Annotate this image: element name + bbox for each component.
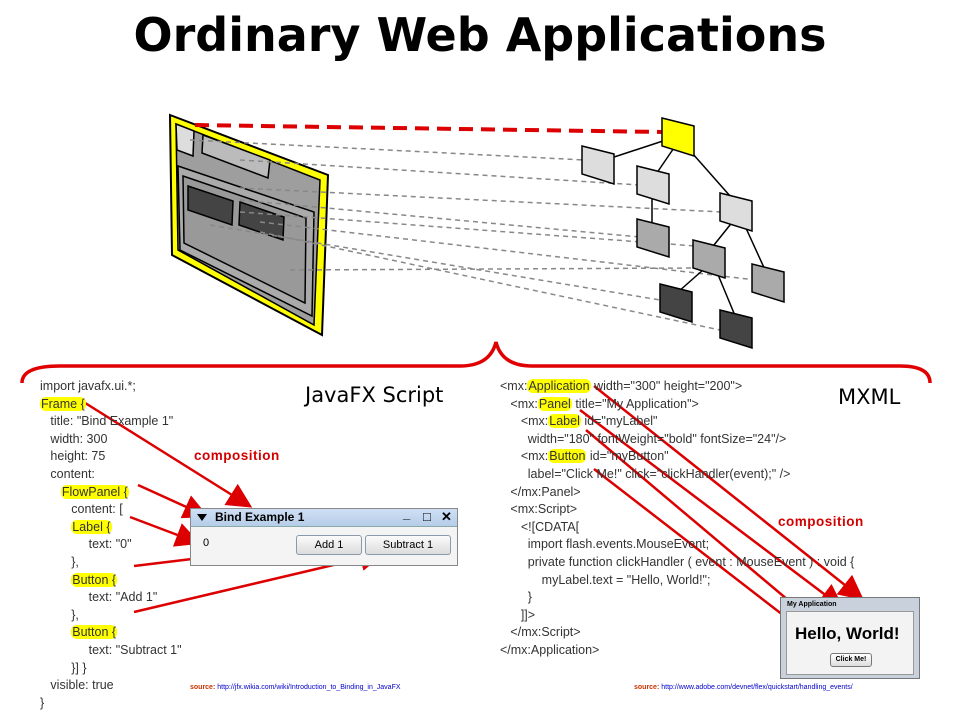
counter-label: 0 bbox=[203, 537, 210, 549]
mxml-line: private function clickHandler ( event : … bbox=[500, 554, 855, 569]
javafx-line: }] } bbox=[40, 660, 87, 675]
javafx-code-block: import javafx.ui.*; Frame { title: "Bind … bbox=[40, 378, 182, 712]
javafx-line: width: 300 bbox=[40, 431, 108, 446]
javafx-highlighted-element: FlowPanel { bbox=[60, 484, 129, 499]
javafx-line: Button { bbox=[40, 572, 182, 590]
source-left-prefix: source: bbox=[190, 684, 216, 691]
mxml-highlighted-element: Button bbox=[548, 449, 587, 464]
tree-nodes bbox=[581, 117, 785, 350]
composition-label-right: composition bbox=[778, 514, 864, 529]
mxml-line-prefix: <mx: bbox=[500, 379, 528, 393]
root-mapping-line bbox=[194, 123, 663, 134]
source-right[interactable]: source: http://www.adobe.com/devnet/flex… bbox=[634, 684, 853, 691]
javafx-line: title: "Bind Example 1" bbox=[40, 414, 174, 429]
ui-frame-illustration bbox=[168, 113, 330, 337]
javafx-line-prefix bbox=[40, 625, 71, 639]
javafx-highlighted-element: Label { bbox=[71, 519, 112, 534]
javafx-line: }, bbox=[40, 554, 79, 569]
javafx-highlighted-element: Button { bbox=[71, 625, 118, 640]
javafx-line: Label { bbox=[40, 519, 182, 537]
mxml-line-suffix: id="myButton" bbox=[586, 449, 669, 464]
minimize-icon[interactable]: _ bbox=[403, 506, 411, 521]
flex-panel: Hello, World! Click Me! bbox=[786, 611, 914, 675]
mxml-line: ]]> bbox=[500, 607, 536, 622]
javafx-line: Button { bbox=[40, 624, 182, 642]
source-right-prefix: source: bbox=[634, 684, 660, 691]
mxml-line: <mx:Application width="300" height="200"… bbox=[500, 378, 854, 396]
javafx-line: height: 75 bbox=[40, 449, 106, 464]
mxml-line: </mx:Script> bbox=[500, 625, 581, 640]
close-icon[interactable]: ✕ bbox=[441, 509, 452, 524]
mxml-line: <![CDATA[ bbox=[500, 519, 580, 534]
add-button[interactable]: Add 1 bbox=[296, 535, 362, 555]
mxml-line-prefix: <mx: bbox=[500, 414, 549, 429]
mxml-line: <mx:Label id="myLabel" bbox=[500, 413, 854, 431]
mxml-line-prefix: <mx: bbox=[500, 449, 549, 464]
click-me-button[interactable]: Click Me! bbox=[830, 653, 872, 667]
source-right-url[interactable]: http://www.adobe.com/devnet/flex/quickst… bbox=[661, 684, 853, 691]
javafx-line: import javafx.ui.*; bbox=[40, 379, 136, 393]
javafx-window-title: Bind Example 1 bbox=[215, 510, 305, 524]
mxml-line: import flash.events.MouseEvent; bbox=[500, 537, 710, 552]
flex-window: My Application Hello, World! Click Me! bbox=[780, 597, 920, 679]
mxml-highlighted-element: Label bbox=[548, 414, 581, 429]
javafx-window: Bind Example 1 _ □ ✕ 0 Add 1 Subtract 1 bbox=[190, 506, 458, 566]
javafx-line: text: "Subtract 1" bbox=[40, 642, 182, 657]
mapping-lines bbox=[189, 139, 757, 331]
javafx-line: } bbox=[40, 695, 45, 710]
mxml-line-suffix: width="300" height="200"> bbox=[590, 379, 743, 393]
javafx-line: Frame { bbox=[40, 396, 182, 414]
javafx-line: content: bbox=[40, 466, 95, 481]
mxml-line: <mx:Button id="myButton" bbox=[500, 448, 854, 466]
mxml-line: <mx:Panel title="My Application"> bbox=[500, 396, 854, 414]
javafx-label: JavaFX Script bbox=[305, 383, 444, 407]
source-left[interactable]: source: http://jfx.wikia.com/wiki/Introd… bbox=[190, 684, 401, 691]
hello-label: Hello, World! bbox=[795, 624, 900, 643]
javafx-line-prefix bbox=[40, 485, 61, 499]
grouping-brace bbox=[20, 341, 932, 384]
javafx-highlighted-element: Frame { bbox=[40, 396, 86, 411]
javafx-line: content: [ bbox=[40, 502, 123, 517]
mxml-line: myLabel.text = "Hello, World!"; bbox=[500, 572, 711, 587]
mxml-line-prefix: <mx: bbox=[500, 396, 538, 411]
source-left-url[interactable]: http://jfx.wikia.com/wiki/Introduction_t… bbox=[217, 684, 401, 691]
window-menu-icon[interactable] bbox=[197, 514, 207, 521]
mxml-line: label="Click Me!" click="clickHandler(ev… bbox=[500, 466, 791, 481]
javafx-line-prefix bbox=[40, 573, 71, 587]
mxml-label: MXML bbox=[838, 385, 901, 409]
composition-label-left: composition bbox=[194, 448, 280, 463]
javafx-line-prefix bbox=[40, 520, 71, 534]
mxml-line: </mx:Application> bbox=[500, 642, 600, 657]
javafx-titlebar: Bind Example 1 _ □ ✕ bbox=[191, 506, 457, 527]
mxml-line: <mx:Script> bbox=[500, 502, 578, 517]
mxml-line-suffix: id="myLabel" bbox=[580, 414, 658, 429]
javafx-line: visible: true bbox=[40, 678, 114, 693]
subtract-button[interactable]: Subtract 1 bbox=[365, 535, 451, 555]
mxml-highlighted-element: Application bbox=[527, 379, 591, 393]
mxml-highlighted-element: Panel bbox=[537, 396, 572, 411]
page-title: Ordinary Web Applications bbox=[133, 8, 827, 62]
mxml-line-suffix: title="My Application"> bbox=[571, 396, 699, 411]
javafx-line: text: "Add 1" bbox=[40, 590, 158, 605]
javafx-highlighted-element: Button { bbox=[71, 572, 118, 587]
mxml-line: } bbox=[500, 590, 532, 605]
flex-window-title: My Application bbox=[787, 601, 837, 608]
mxml-line: width="180" fontWeight="bold" fontSize="… bbox=[500, 431, 787, 446]
javafx-line: FlowPanel { bbox=[40, 484, 182, 502]
maximize-icon[interactable]: □ bbox=[423, 509, 431, 524]
javafx-line: text: "0" bbox=[40, 537, 132, 552]
mxml-code-block: <mx:Application width="300" height="200"… bbox=[500, 378, 854, 660]
mxml-line: </mx:Panel> bbox=[500, 484, 581, 499]
javafx-line: }, bbox=[40, 607, 79, 622]
